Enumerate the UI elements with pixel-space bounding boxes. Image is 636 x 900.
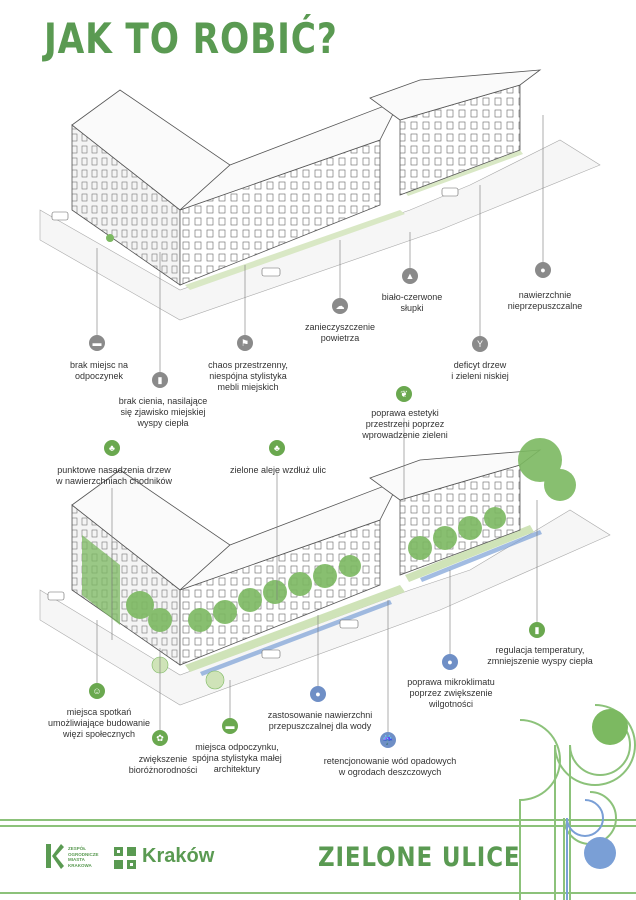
solution-label-1: poprawa estetyki przestrzeni poprzez wpr…: [362, 408, 448, 440]
solution-label-2: punktowe nasadzenia drzew w nawierzchnia…: [55, 465, 173, 486]
smog-icon: ☁: [332, 298, 348, 314]
solution-label-6: miejsca odpoczynku, spójna stylistyka ma…: [192, 742, 282, 774]
krakow-wordmark: Kraków: [142, 845, 215, 867]
thermometer-icon: ▮: [152, 372, 168, 388]
leader-lines-bottom: [96, 418, 538, 732]
leader-lines-top: [96, 115, 544, 372]
problem-label-2: brak cienia, nasilające się zjawisko mie…: [118, 396, 208, 428]
people-icon: ☺: [89, 683, 105, 699]
rain-garden-icon: ☔: [380, 732, 396, 748]
leaf-icon: ❦: [396, 386, 412, 402]
building-after: [39, 438, 611, 706]
solution-label-5: zwiększenie bioróżnorodności: [128, 754, 198, 775]
problem-label-3: chaos przestrzenny, niespójna stylistyka…: [208, 360, 288, 392]
traffic-cone-icon: ▲: [402, 268, 418, 284]
krakow-logo: [114, 847, 136, 869]
solution-label-10: regulacja temperatury, zmniejszenie wysp…: [487, 645, 593, 666]
footer-decoration: [0, 704, 636, 900]
solution-label-7: zastosowanie nawierzchni przepuszczalnej…: [267, 710, 373, 731]
flower-icon: ✿: [152, 730, 168, 746]
trees-icon: ♣: [269, 440, 285, 456]
bench-icon: ▬: [222, 718, 238, 734]
zom-name: ZESPÓŁ OGRODNICZE MIASTA KRAKOWA: [68, 846, 99, 868]
zom-logo: [46, 844, 64, 869]
page-title: JAK TO ROBIĆ?: [44, 14, 338, 63]
tree-icon: ♣: [104, 440, 120, 456]
thermometer-leaf-icon: ▮: [529, 622, 545, 638]
building-before: [39, 69, 601, 321]
drop-icon: ●: [535, 262, 551, 278]
permeable-drop-icon: ●: [310, 686, 326, 702]
problem-label-4: zanieczyszczenie powietrza: [304, 322, 376, 343]
problem-label-1: brak miejsc na odpoczynek: [69, 360, 129, 381]
problem-label-5: biało-czerwone słupki: [381, 292, 443, 313]
water-drop-icon: ●: [442, 654, 458, 670]
chairs-icon: ⚑: [237, 335, 253, 351]
solution-label-4: miejsca spotkań umożliwiające budowanie …: [47, 707, 151, 739]
dry-tree-icon: Y: [472, 336, 488, 352]
solution-label-9: poprawa mikroklimatu poprzez zwiększenie…: [407, 677, 495, 709]
campaign-title: ZIELONE ULICE: [318, 842, 521, 873]
solution-label-3: zielone aleje wzdłuż ulic: [229, 465, 327, 475]
bench-icon: ▬: [89, 335, 105, 351]
solution-label-8: retencjonowanie wód opadowych w ogrodach…: [323, 756, 457, 777]
problem-label-7: nawierzchnie nieprzepuszczalne: [507, 290, 583, 311]
problem-label-6: deficyt drzew i zieleni niskiej: [451, 360, 509, 381]
